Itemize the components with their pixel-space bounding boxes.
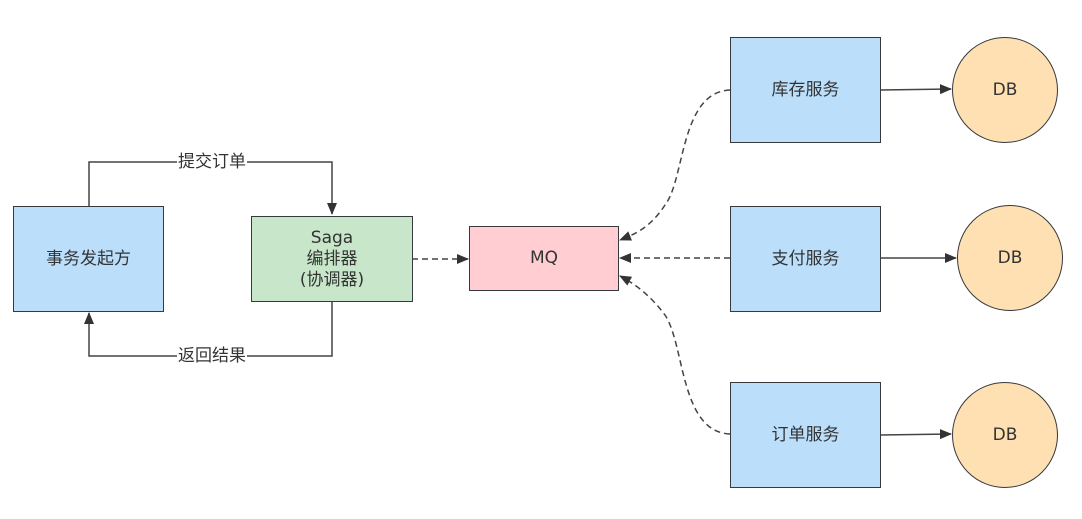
initiator-node[interactable]: 事务发起方 <box>13 206 164 312</box>
edge-order-to-mq <box>619 275 731 435</box>
edge-inventory-to-db <box>880 84 952 95</box>
db-label: DB <box>992 79 1018 100</box>
inventory-service-node[interactable]: 库存服务 <box>730 37 881 143</box>
order-label: 订单服务 <box>771 424 840 445</box>
saga-orchestrator-node[interactable]: Saga 编排器 (协调器) <box>251 216 413 302</box>
order-service-node[interactable]: 订单服务 <box>730 382 881 488</box>
db-label: DB <box>992 424 1018 445</box>
inventory-label: 库存服务 <box>771 79 840 100</box>
payment-label: 支付服务 <box>771 248 840 269</box>
edge-order-to-db <box>880 429 952 440</box>
db-label: DB <box>997 247 1023 268</box>
saga-title: Saga <box>310 227 354 248</box>
return-result-label: 返回结果 <box>177 346 247 366</box>
mq-node[interactable]: MQ <box>469 226 619 291</box>
edge-inventory-to-mq <box>619 89 731 241</box>
inventory-db-node[interactable]: DB <box>952 37 1058 143</box>
submit-order-label: 提交订单 <box>177 152 247 172</box>
payment-db-node[interactable]: DB <box>957 205 1063 311</box>
initiator-label: 事务发起方 <box>46 248 131 269</box>
payment-service-node[interactable]: 支付服务 <box>730 206 881 312</box>
saga-subtitle: 编排器 <box>306 248 358 269</box>
order-db-node[interactable]: DB <box>952 382 1058 488</box>
saga-paren: (协调器) <box>299 269 365 290</box>
mq-label: MQ <box>529 248 559 268</box>
